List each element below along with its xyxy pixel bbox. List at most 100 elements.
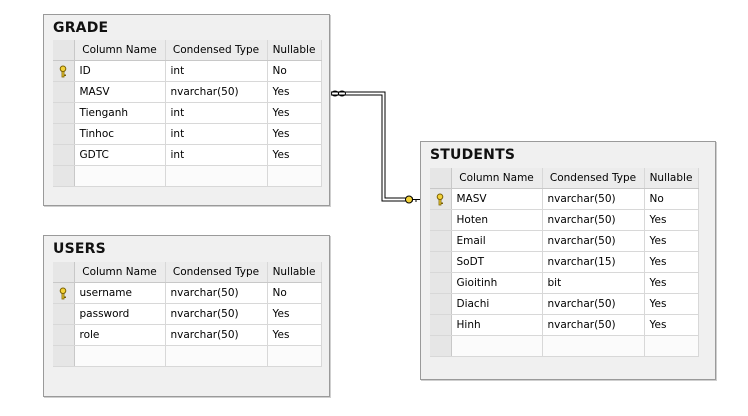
column-type: nvarchar(50) bbox=[542, 314, 645, 336]
table-row[interactable]: Tienganh int Yes bbox=[53, 102, 322, 124]
column-grid: Column Name Condensed Type Nullable MASV… bbox=[430, 168, 699, 357]
column-name: username bbox=[74, 282, 166, 304]
column-name: Email bbox=[451, 230, 543, 252]
column-type: int bbox=[165, 144, 268, 166]
empty-cell[interactable] bbox=[165, 345, 268, 367]
empty-cell[interactable] bbox=[267, 165, 322, 187]
empty-cell[interactable] bbox=[644, 335, 699, 357]
column-nullable: Yes bbox=[644, 314, 699, 336]
column-nullable: Yes bbox=[644, 251, 699, 273]
empty-cell[interactable] bbox=[165, 165, 268, 187]
infinity-icon bbox=[331, 90, 346, 97]
table-users[interactable]: USERS Column Name Condensed Type Nullabl… bbox=[43, 235, 330, 397]
column-type: nvarchar(15) bbox=[542, 251, 645, 273]
row-selector[interactable] bbox=[53, 165, 75, 187]
table-row[interactable]: role nvarchar(50) Yes bbox=[53, 324, 322, 346]
empty-row[interactable] bbox=[53, 165, 322, 187]
row-selector[interactable] bbox=[53, 102, 75, 124]
empty-row[interactable] bbox=[53, 345, 322, 367]
row-selector[interactable] bbox=[53, 324, 75, 346]
column-type: nvarchar(50) bbox=[165, 81, 268, 103]
table-row[interactable]: SoDT nvarchar(15) Yes bbox=[430, 251, 699, 273]
column-header: Nullable bbox=[267, 262, 322, 283]
row-selector[interactable] bbox=[430, 272, 452, 294]
column-nullable: No bbox=[267, 282, 322, 304]
column-header: Condensed Type bbox=[165, 262, 268, 283]
column-name: MASV bbox=[451, 188, 543, 210]
empty-cell[interactable] bbox=[542, 335, 645, 357]
row-selector[interactable] bbox=[430, 251, 452, 273]
column-type: nvarchar(50) bbox=[542, 293, 645, 315]
table-title: STUDENTS bbox=[430, 147, 516, 163]
key-icon bbox=[436, 193, 444, 205]
row-selector-header bbox=[53, 40, 75, 61]
row-selector[interactable] bbox=[430, 335, 452, 357]
row-selector[interactable] bbox=[430, 293, 452, 315]
row-selector[interactable] bbox=[53, 303, 75, 325]
column-nullable: Yes bbox=[644, 293, 699, 315]
table-row[interactable]: username nvarchar(50) No bbox=[53, 282, 322, 304]
table-row[interactable]: Email nvarchar(50) Yes bbox=[430, 230, 699, 252]
table-row[interactable]: MASV nvarchar(50) No bbox=[430, 188, 699, 210]
row-selector[interactable] bbox=[53, 345, 75, 367]
table-row[interactable]: Gioitinh bit Yes bbox=[430, 272, 699, 294]
table-row[interactable]: Diachi nvarchar(50) Yes bbox=[430, 293, 699, 315]
relationship-key-icon bbox=[405, 195, 420, 204]
empty-row[interactable] bbox=[430, 335, 699, 357]
table-row[interactable]: ID int No bbox=[53, 60, 322, 82]
column-header: Condensed Type bbox=[165, 40, 268, 61]
column-name: SoDT bbox=[451, 251, 543, 273]
column-nullable: No bbox=[267, 60, 322, 82]
row-selector[interactable] bbox=[53, 81, 75, 103]
column-header: Column Name bbox=[451, 168, 543, 189]
column-type: nvarchar(50) bbox=[542, 209, 645, 231]
column-name: Diachi bbox=[451, 293, 543, 315]
key-icon bbox=[59, 65, 67, 77]
column-header: Condensed Type bbox=[542, 168, 645, 189]
column-grid: Column Name Condensed Type Nullable user… bbox=[53, 262, 322, 367]
header-row: Column Name Condensed Type Nullable bbox=[53, 262, 322, 283]
row-selector[interactable] bbox=[430, 230, 452, 252]
empty-cell[interactable] bbox=[74, 165, 166, 187]
table-row[interactable]: Hoten nvarchar(50) Yes bbox=[430, 209, 699, 231]
column-name: ID bbox=[74, 60, 166, 82]
table-row[interactable]: Hinh nvarchar(50) Yes bbox=[430, 314, 699, 336]
table-row[interactable]: GDTC int Yes bbox=[53, 144, 322, 166]
row-selector[interactable] bbox=[53, 60, 75, 82]
key-icon bbox=[59, 287, 67, 299]
column-nullable: Yes bbox=[644, 230, 699, 252]
row-selector[interactable] bbox=[430, 314, 452, 336]
column-type: nvarchar(50) bbox=[165, 303, 268, 325]
column-header: Nullable bbox=[644, 168, 699, 189]
empty-cell[interactable] bbox=[451, 335, 543, 357]
empty-cell[interactable] bbox=[74, 345, 166, 367]
table-row[interactable]: Tinhoc int Yes bbox=[53, 123, 322, 145]
column-header: Nullable bbox=[267, 40, 322, 61]
column-name: Tinhoc bbox=[74, 123, 166, 145]
column-type: nvarchar(50) bbox=[165, 282, 268, 304]
column-name: Hoten bbox=[451, 209, 543, 231]
table-title: GRADE bbox=[53, 20, 109, 36]
empty-cell[interactable] bbox=[267, 345, 322, 367]
column-type: int bbox=[165, 60, 268, 82]
row-selector[interactable] bbox=[53, 282, 75, 304]
column-name: GDTC bbox=[74, 144, 166, 166]
column-nullable: Yes bbox=[267, 81, 322, 103]
table-title: USERS bbox=[53, 241, 106, 257]
column-type: nvarchar(50) bbox=[165, 324, 268, 346]
column-type: int bbox=[165, 123, 268, 145]
header-row: Column Name Condensed Type Nullable bbox=[53, 40, 322, 61]
table-row[interactable]: MASV nvarchar(50) Yes bbox=[53, 81, 322, 103]
column-type: int bbox=[165, 102, 268, 124]
row-selector[interactable] bbox=[430, 188, 452, 210]
row-selector[interactable] bbox=[430, 209, 452, 231]
table-students[interactable]: STUDENTS Column Name Condensed Type Null… bbox=[420, 141, 716, 380]
row-selector[interactable] bbox=[53, 123, 75, 145]
column-type: bit bbox=[542, 272, 645, 294]
row-selector[interactable] bbox=[53, 144, 75, 166]
column-header: Column Name bbox=[74, 40, 166, 61]
table-grade[interactable]: GRADE Column Name Condensed Type Nullabl… bbox=[43, 14, 330, 206]
table-row[interactable]: password nvarchar(50) Yes bbox=[53, 303, 322, 325]
column-name: Hinh bbox=[451, 314, 543, 336]
